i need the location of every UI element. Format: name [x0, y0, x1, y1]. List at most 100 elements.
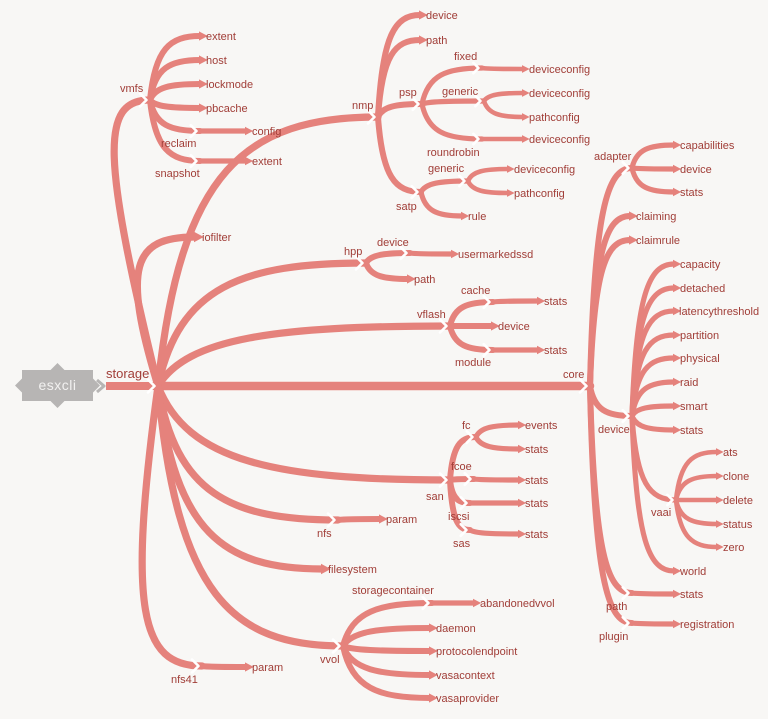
junction-chevron-icon [366, 109, 376, 125]
links-layer [106, 12, 720, 701]
node-label-delete[interactable]: delete [723, 495, 753, 507]
node-label-raid[interactable]: raid [680, 377, 698, 389]
node-label-snapshot[interactable]: snapshot [155, 168, 200, 180]
node-label-rule[interactable]: rule [468, 211, 486, 223]
node-label-smart[interactable]: smart [680, 401, 708, 413]
node-label-deviceconfig[interactable]: deviceconfig [529, 134, 590, 146]
node-label-stats[interactable]: stats [680, 425, 704, 437]
leaf-arrow-icon [491, 321, 500, 331]
node-label-sas[interactable]: sas [453, 538, 471, 550]
node-label-generic[interactable]: generic [442, 86, 479, 98]
node-label-physical[interactable]: physical [680, 353, 720, 365]
node-label-plugin[interactable]: plugin [599, 631, 628, 643]
node-label-core[interactable]: core [563, 369, 584, 381]
node-label-protocolendpoint[interactable]: protocolendpoint [436, 646, 517, 658]
node-label-san[interactable]: san [426, 491, 444, 503]
junction-chevron-icon [621, 408, 630, 424]
node-label-fcoe[interactable]: fcoe [451, 461, 472, 473]
node-label-clone[interactable]: clone [723, 471, 749, 483]
leaf-arrow-icon [716, 520, 724, 528]
node-label-device[interactable]: device [498, 321, 530, 333]
root-node-box[interactable] [15, 363, 100, 408]
node-label-storage[interactable]: storage [106, 366, 149, 381]
node-label-daemon[interactable]: daemon [436, 623, 476, 635]
node-label-host[interactable]: host [206, 55, 227, 67]
node-label-pbcache[interactable]: pbcache [206, 103, 248, 115]
node-label-fixed[interactable]: fixed [454, 51, 477, 63]
node-label-world[interactable]: world [679, 566, 706, 578]
node-label-stats[interactable]: stats [525, 475, 549, 487]
node-label-ats[interactable]: ats [723, 447, 738, 459]
node-label-status[interactable]: status [723, 519, 753, 531]
node-label-param[interactable]: param [386, 514, 417, 526]
node-label-stats[interactable]: stats [680, 187, 704, 199]
node-label-psp[interactable]: psp [399, 87, 417, 99]
node-label-hpp[interactable]: hpp [344, 246, 362, 258]
node-label-reclaim[interactable]: reclaim [161, 138, 196, 150]
junction-chevron-icon [138, 92, 148, 108]
link-fixed [419, 65, 485, 107]
junction-chevron-icon [326, 512, 336, 528]
node-label-pathconfig[interactable]: pathconfig [514, 188, 565, 200]
node-label-param[interactable]: param [252, 662, 283, 674]
node-label-device[interactable]: device [426, 10, 458, 22]
node-label-deviceconfig[interactable]: deviceconfig [514, 164, 575, 176]
node-label-vmfs[interactable]: vmfs [120, 83, 144, 95]
node-label-generic[interactable]: generic [428, 163, 465, 175]
node-label-stats[interactable]: stats [525, 498, 549, 510]
node-label-extent[interactable]: extent [206, 31, 236, 43]
node-label-fc[interactable]: fc [462, 420, 471, 432]
node-label-device[interactable]: device [680, 164, 712, 176]
node-label-stats[interactable]: stats [544, 345, 568, 357]
node-label-device[interactable]: device [598, 424, 630, 436]
node-label-module[interactable]: module [455, 357, 491, 369]
node-label-stats[interactable]: stats [525, 529, 549, 541]
node-label-path[interactable]: path [426, 35, 447, 47]
node-label-adapter[interactable]: adapter [594, 151, 632, 163]
node-label-stats[interactable]: stats [680, 589, 704, 601]
node-label-vaai[interactable]: vaai [651, 507, 671, 519]
node-label-vflash[interactable]: vflash [417, 309, 446, 321]
node-label-vvol[interactable]: vvol [320, 654, 340, 666]
node-label-capabilities[interactable]: capabilities [680, 140, 735, 152]
node-label-stats[interactable]: stats [525, 444, 549, 456]
node-label-path[interactable]: path [606, 601, 627, 613]
node-label-cache[interactable]: cache [461, 285, 490, 297]
node-label-zero[interactable]: zero [723, 542, 744, 554]
node-label-vasaprovider[interactable]: vasaprovider [436, 693, 499, 705]
root-node-label[interactable]: esxcli [38, 377, 76, 393]
node-label-extent[interactable]: extent [252, 156, 282, 168]
node-label-events[interactable]: events [525, 420, 558, 432]
node-label-filesystem[interactable]: filesystem [328, 564, 377, 576]
node-label-detached[interactable]: detached [680, 283, 725, 295]
node-label-device[interactable]: device [377, 237, 409, 249]
node-label-nfs[interactable]: nfs [317, 528, 332, 540]
leaf-arrow-icon [419, 35, 428, 45]
node-label-pathconfig[interactable]: pathconfig [529, 112, 580, 124]
node-label-satp[interactable]: satp [396, 201, 417, 213]
node-label-nfs41[interactable]: nfs41 [171, 674, 198, 686]
node-label-capacity[interactable]: capacity [680, 259, 721, 271]
node-label-deviceconfig[interactable]: deviceconfig [529, 88, 590, 100]
junction-chevron-icon [621, 585, 630, 601]
node-label-deviceconfig[interactable]: deviceconfig [529, 64, 590, 76]
node-label-registration[interactable]: registration [680, 619, 734, 631]
node-label-path[interactable]: path [414, 274, 435, 286]
leaf-arrow-icon [673, 425, 682, 435]
node-label-storagecontainer[interactable]: storagecontainer [352, 585, 434, 597]
node-label-nmp[interactable]: nmp [352, 100, 373, 112]
node-label-latencythreshold[interactable]: latencythreshold [679, 306, 759, 318]
node-label-stats[interactable]: stats [544, 296, 568, 308]
node-label-iscsi[interactable]: iscsi [448, 511, 469, 523]
node-label-config[interactable]: config [252, 126, 281, 138]
node-label-lockmode[interactable]: lockmode [206, 79, 253, 91]
node-label-vasacontext[interactable]: vasacontext [436, 670, 495, 682]
leaf-arrow-icon [199, 55, 208, 65]
node-label-partition[interactable]: partition [680, 330, 719, 342]
node-label-usermarkedssd[interactable]: usermarkedssd [458, 249, 533, 261]
node-label-roundrobin[interactable]: roundrobin [427, 147, 480, 159]
node-label-claiming[interactable]: claiming [636, 211, 676, 223]
node-label-abandonedvvol[interactable]: abandonedvvol [480, 598, 555, 610]
node-label-iofilter[interactable]: iofilter [202, 232, 232, 244]
node-label-claimrule[interactable]: claimrule [636, 235, 680, 247]
